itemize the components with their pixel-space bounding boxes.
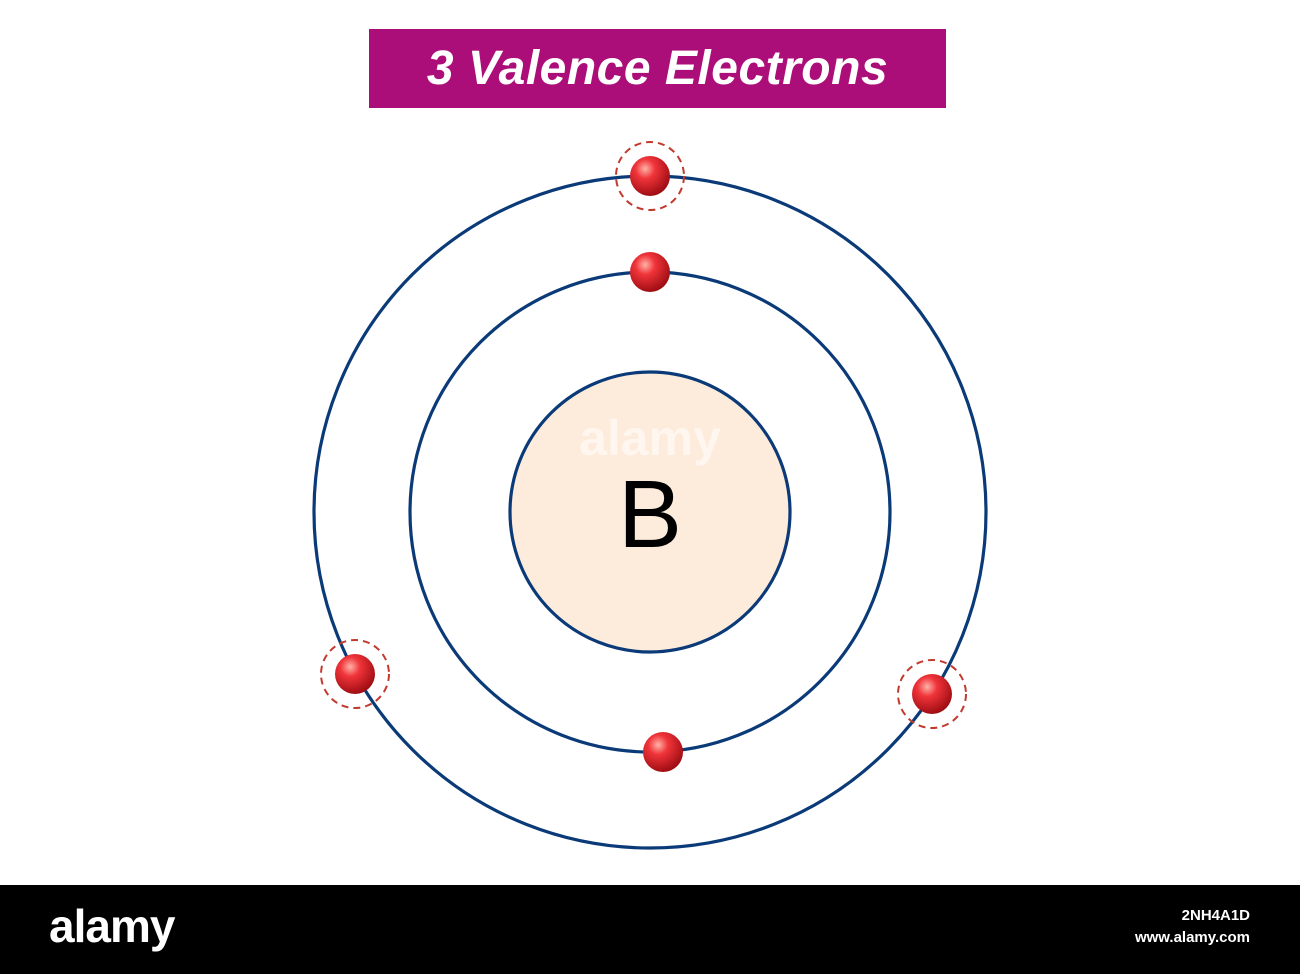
valence-electron-highlight [320,639,390,709]
atom-diagram: alamy B [312,141,988,850]
footer-bar: alamy 2NH4A1D www.alamy.com [0,885,1300,974]
title: 3 Valence Electrons [426,42,889,95]
valence-electron [630,156,670,196]
nucleus [508,370,792,654]
valence-electron [912,674,952,714]
inner-electron [643,732,683,772]
valence-electron-highlight [897,659,967,729]
footer-image-info: 2NH4A1D www.alamy.com [1135,905,1250,949]
inner-electron [630,252,670,292]
site-url: www.alamy.com [1134,929,1250,946]
title-banner: 3 Valence Electrons [369,29,946,108]
valence-electron [335,654,375,694]
footer-logo: alamy [49,900,175,952]
watermark: alamy [579,410,721,466]
image-id: 2NH4A1D [1181,907,1250,924]
valence-electron-highlight [615,141,685,211]
element-symbol: B [618,461,682,568]
